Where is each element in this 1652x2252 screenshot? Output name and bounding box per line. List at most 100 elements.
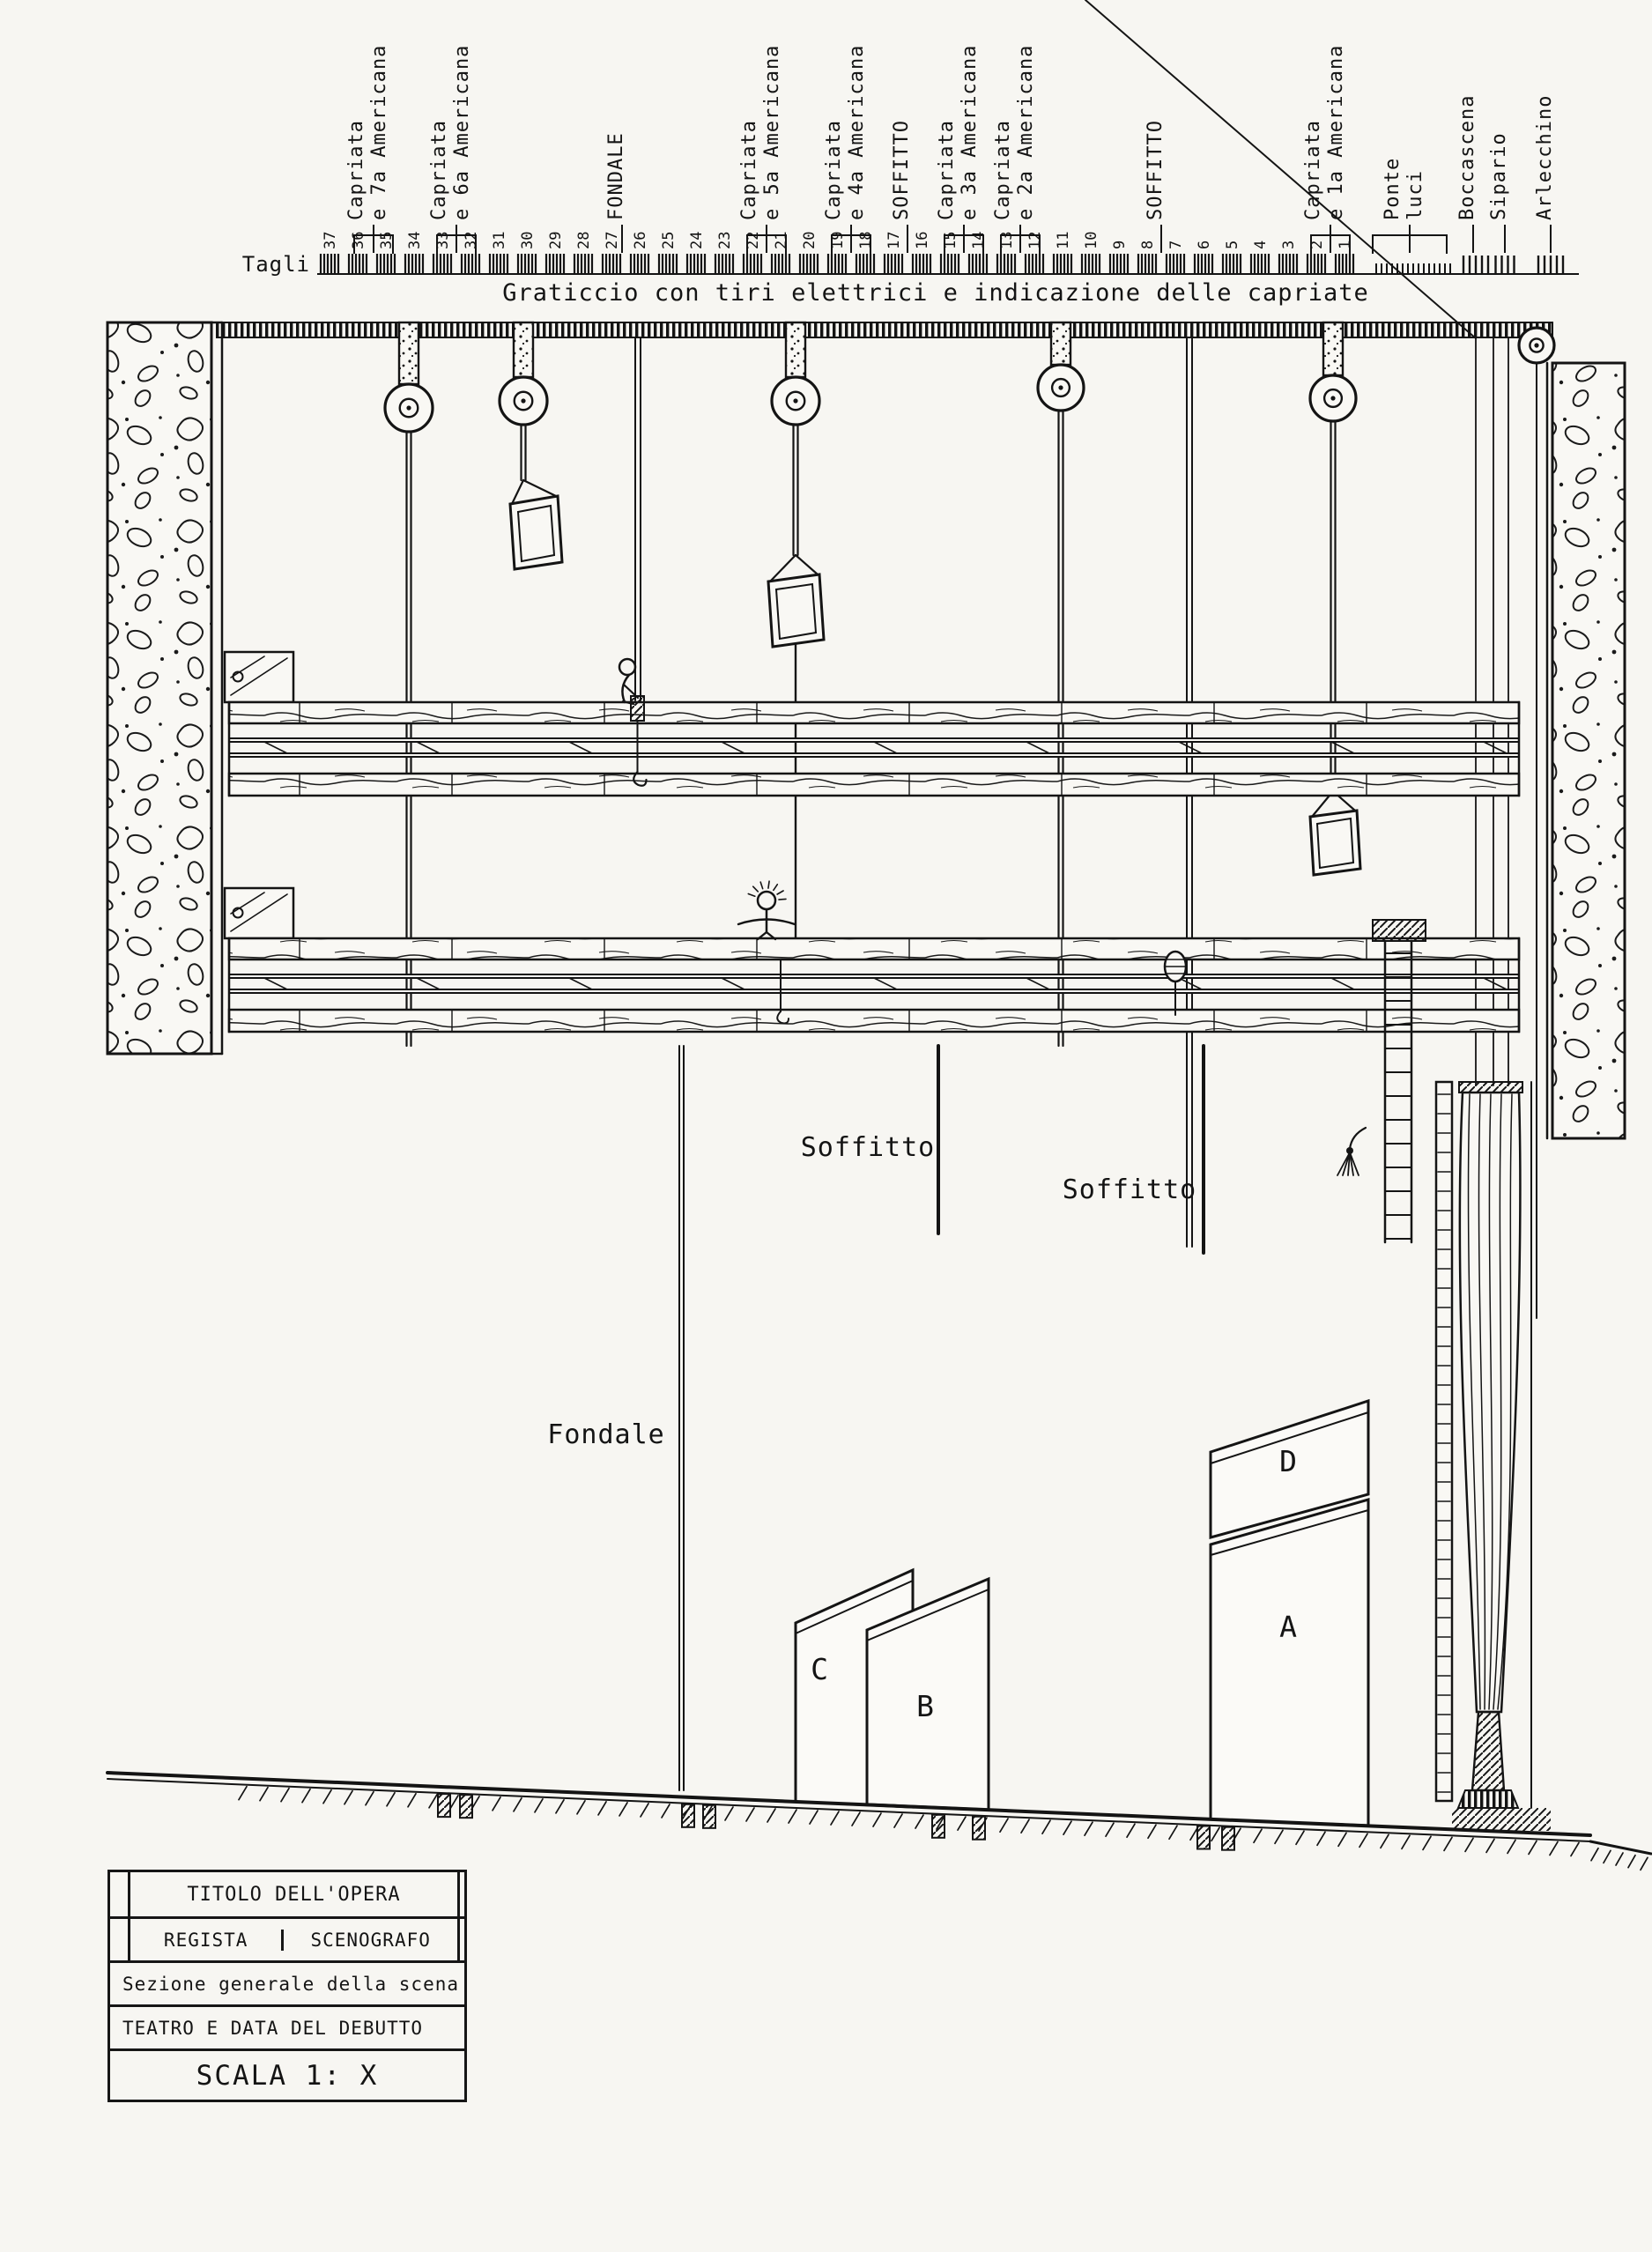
svg-text:Capriata: Capriata [428,120,450,220]
svg-text:4: 4 [1252,241,1270,249]
director-cell: REGISTA [130,1929,285,1951]
svg-text:Capriata: Capriata [1302,120,1324,220]
opera-title-row: TITOLO DELL'OPERA [110,1872,464,1916]
svg-text:Capriata: Capriata [738,120,760,220]
fondale-label: Fondale [547,1419,664,1450]
rope-tassel [1337,1126,1367,1176]
svg-text:16: 16 [914,232,931,249]
flat-letter-a: A [1279,1610,1297,1644]
right-wall [1545,361,1626,1140]
svg-text:Boccascena: Boccascena [1456,95,1478,220]
flat-letter-b: B [916,1689,934,1723]
flat-d [1209,1398,1370,1539]
svg-text:Ponte: Ponte [1382,158,1404,220]
pulley [770,375,821,426]
credits-row: REGISTA SCENOGRAFO [110,1916,464,1960]
svg-text:8: 8 [1139,241,1157,249]
scenographer-cell: SCENOGRAFO [310,1929,431,1951]
svg-text:25: 25 [660,232,678,249]
svg-text:9: 9 [1111,241,1129,249]
catwalk-lower [223,886,1521,1033]
theatre-date-row: TEATRO E DATA DEL DEBUTTO [110,2004,464,2048]
scale-row: SCALA 1: X [110,2048,464,2100]
svg-text:e 1a Americana: e 1a Americana [1325,45,1347,220]
ladder [1372,919,1426,1244]
tackle-block [1163,950,1188,1016]
svg-text:37: 37 [322,232,339,249]
svg-text:28: 28 [575,232,593,249]
svg-text:3: 3 [1280,241,1298,249]
fly-bar [397,321,420,386]
graticcio-grid [216,322,1553,338]
flat-letter-d: D [1279,1444,1297,1478]
svg-text:e 6a Americana: e 6a Americana [451,45,473,220]
svg-text:17: 17 [885,232,903,249]
svg-text:e 4a Americana: e 4a Americana [846,45,868,220]
svg-text:luci: luci [1404,170,1426,220]
pulley [383,382,434,433]
svg-text:30: 30 [519,232,537,249]
svg-text:5: 5 [1224,241,1241,249]
hung-americana-frame [1308,789,1362,877]
svg-text:27: 27 [604,232,621,249]
svg-text:2: 2 [1308,241,1326,249]
soffitto-label-1: Soffitto [801,1132,936,1163]
sipario-curtain [1452,1081,1551,1831]
svg-text:14: 14 [970,232,988,249]
hung-americana-frame [508,478,564,571]
pulley [1308,374,1358,423]
svg-text:6: 6 [1196,241,1213,249]
svg-text:e 5a Americana: e 5a Americana [761,45,783,220]
worker-figure [737,880,796,1025]
svg-text:FONDALE: FONDALE [605,132,627,220]
fly-bar [1049,321,1072,367]
boccascena-strip [1434,1080,1454,1803]
svg-text:e 7a Americana: e 7a Americana [368,45,390,220]
svg-text:Capriata: Capriata [936,120,958,220]
svg-text:12: 12 [1026,232,1044,249]
svg-text:e 3a Americana: e 3a Americana [959,45,981,220]
pulley [498,375,549,426]
svg-text:26: 26 [632,232,649,249]
fondale-line [678,1045,685,1791]
svg-text:36: 36 [350,232,367,249]
left-wall [106,321,224,1056]
tagli-label: Tagli [242,252,310,277]
svg-text:32: 32 [463,232,480,249]
pulley [1036,363,1085,412]
svg-text:10: 10 [1083,232,1100,249]
svg-text:31: 31 [491,232,508,249]
flat-a [1209,1498,1370,1827]
svg-text:18: 18 [857,232,875,249]
svg-text:1: 1 [1337,241,1354,249]
opera-title-cell: TITOLO DELL'OPERA [128,1872,460,1916]
svg-text:Capriata: Capriata [992,120,1014,220]
flat-letter-c: C [811,1652,828,1686]
fly-bar [1322,321,1345,377]
rigger-figure [618,657,648,787]
svg-text:24: 24 [688,232,706,249]
catwalk-upper [223,650,1521,797]
hung-americana-frame [767,553,826,648]
svg-text:SOFFITTO: SOFFITTO [891,120,913,220]
fly-bar [784,321,807,379]
svg-text:34: 34 [406,232,424,249]
svg-text:SOFFITTO: SOFFITTO [1145,120,1167,220]
svg-text:e 2a Americana: e 2a Americana [1015,45,1037,220]
pulley [1517,326,1556,365]
svg-text:23: 23 [716,232,734,249]
svg-text:29: 29 [547,232,565,249]
svg-text:20: 20 [801,232,819,249]
svg-text:21: 21 [773,232,790,249]
title-block: TITOLO DELL'OPERA REGISTA SCENOGRAFO Sez… [107,1870,467,2102]
section-description-row: Sezione generale della scena [110,1960,464,2004]
soffitto-label-2: Soffitto [1063,1174,1197,1205]
stage-floor [106,1771,1652,1871]
svg-text:11: 11 [1055,232,1072,249]
svg-text:7: 7 [1167,241,1185,249]
svg-text:Sipario: Sipario [1488,132,1510,220]
